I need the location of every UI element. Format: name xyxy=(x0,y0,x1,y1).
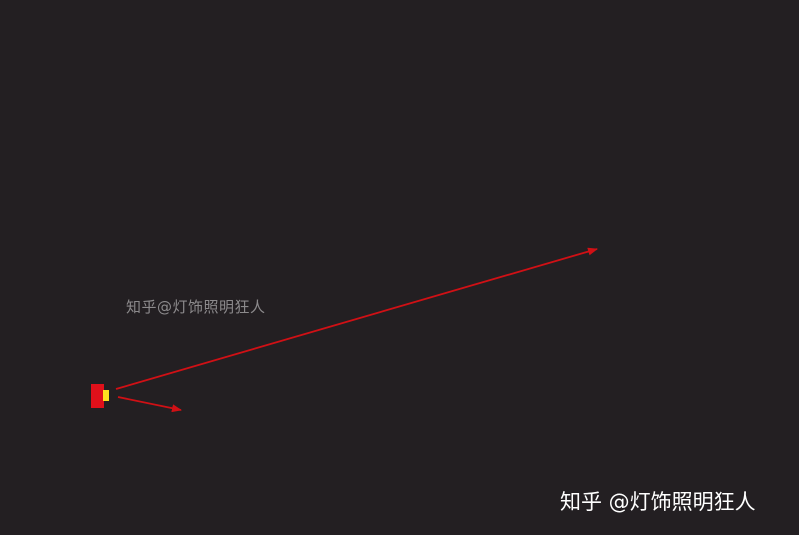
light-beam-arrow-upper xyxy=(115,247,598,390)
watermark-corner-text: 知乎 @灯饰照明狂人 xyxy=(560,490,756,514)
light-beam-arrow-lower xyxy=(117,396,182,413)
fixture-lens xyxy=(103,390,109,401)
watermark-center-text: 知乎@灯饰照明狂人 xyxy=(126,298,266,316)
wall-light-icon xyxy=(91,384,109,408)
fixture-body xyxy=(91,384,104,408)
